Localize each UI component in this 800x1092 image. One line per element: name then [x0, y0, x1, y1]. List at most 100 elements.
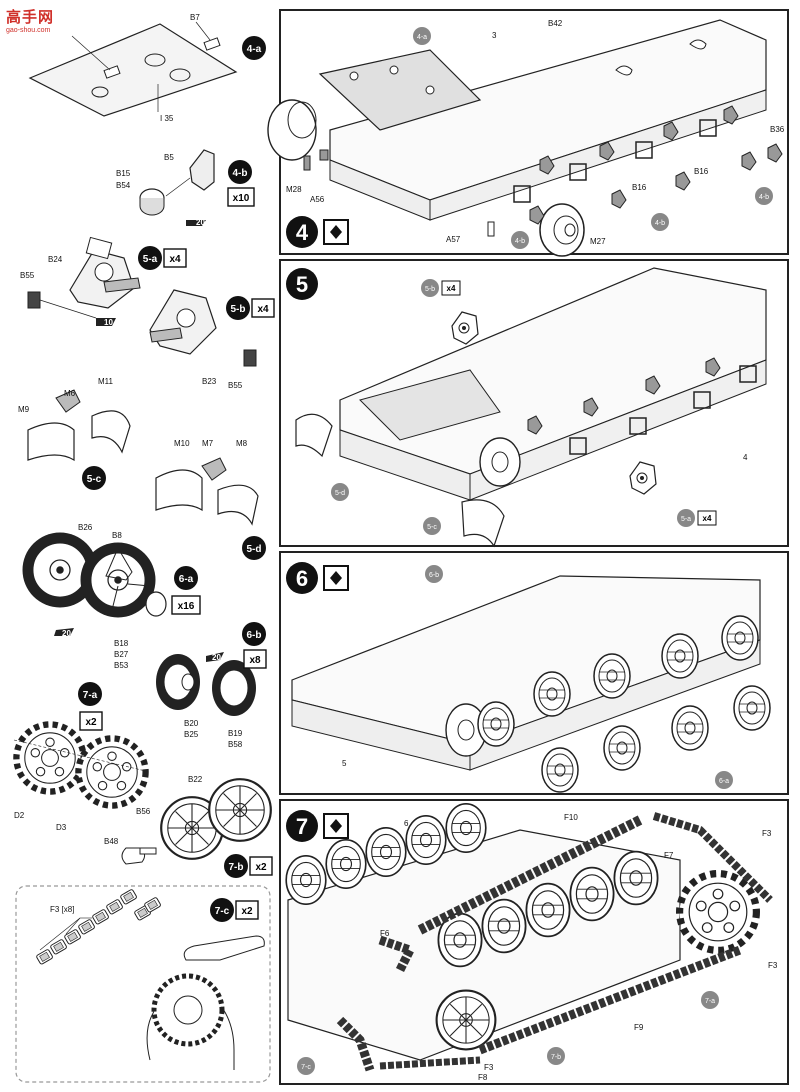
drive-sprocket-parts-7a	[14, 724, 151, 805]
paint-code-10: 10	[104, 318, 113, 327]
label-M10: M10	[174, 439, 190, 448]
substep-badge-6b: 6-b x8	[242, 622, 267, 669]
svg-text:4-b: 4-b	[233, 168, 248, 179]
step-number-6: 6	[286, 562, 349, 594]
svg-text:7-c: 7-c	[215, 906, 230, 917]
label-B22: B22	[188, 775, 203, 784]
svg-text:7-b: 7-b	[551, 1054, 561, 1061]
label-B20: B20	[184, 719, 199, 728]
substep-7b-qty: x2	[255, 862, 267, 873]
step5-number-text: 5	[296, 272, 308, 297]
svg-text:6-a: 6-a	[179, 574, 194, 585]
label-I35: I 35	[160, 114, 174, 123]
substep-6a-qty: x16	[178, 601, 195, 612]
label-B16-a: B16	[632, 183, 647, 192]
svg-text:7-c: 7-c	[301, 1064, 311, 1071]
step5-panel	[279, 259, 789, 547]
ref-bubble-7c: 7-c	[297, 1057, 315, 1075]
svg-text:5-c: 5-c	[87, 474, 102, 485]
label-F3-a: F3	[762, 829, 772, 838]
label-B58: B58	[228, 740, 243, 749]
label-A56: A56	[310, 195, 325, 204]
ref-bubble-4b-3: 4-b	[755, 187, 773, 205]
svg-text:5-c: 5-c	[427, 524, 437, 531]
label-M6: M6	[64, 389, 76, 398]
flip-view-icon	[330, 225, 342, 239]
svg-text:x4: x4	[447, 284, 456, 293]
svg-text:6-b: 6-b	[247, 630, 262, 641]
substep-5a-qty: x4	[169, 254, 181, 265]
label-F6: F6	[380, 929, 390, 938]
step-number-4: 4	[286, 216, 349, 248]
label-M28: M28	[286, 185, 302, 194]
ref-bubble-4b-2: 4-b	[651, 213, 669, 231]
label-F8: F8	[478, 1073, 488, 1082]
label-F3-c: F3	[484, 1063, 494, 1072]
label-B7: B7	[190, 13, 200, 22]
ref-bubble-5c: 5-c	[423, 517, 441, 535]
svg-text:7-a: 7-a	[83, 690, 98, 701]
label-F3-b: F3	[768, 961, 778, 970]
svg-text:6-b: 6-b	[429, 572, 439, 579]
label-F10: F10	[564, 813, 578, 822]
label-B55-a: B55	[20, 271, 35, 280]
suspension-brackets-step4	[513, 105, 783, 225]
label-B5: B5	[164, 153, 174, 162]
hand-illustration	[146, 935, 265, 1070]
label-D3: D3	[56, 823, 67, 832]
ref-bubble-6b: 6-b	[425, 565, 443, 583]
label-B27: B27	[114, 650, 129, 659]
plate-part	[28, 21, 238, 117]
label-step5-part-4: 4	[743, 453, 748, 462]
label-B23: B23	[202, 377, 217, 386]
substep-7c-qty: x2	[241, 906, 253, 917]
label-B26: B26	[78, 523, 93, 532]
flip-view-icon	[330, 571, 342, 585]
label-B55-b: B55	[228, 381, 243, 390]
svg-text:4-b: 4-b	[655, 220, 665, 227]
paint-code-20-b: 20	[62, 629, 71, 638]
svg-text:5-a: 5-a	[143, 254, 158, 265]
label-B24: B24	[48, 255, 63, 264]
label-B54: B54	[116, 181, 131, 190]
label-B53: B53	[114, 661, 129, 670]
label-B8: B8	[112, 531, 122, 540]
label-B16-b: B16	[694, 167, 709, 176]
svg-text:4-a: 4-a	[417, 34, 427, 41]
label-B18: B18	[114, 639, 129, 648]
label-B48: B48	[104, 837, 119, 846]
track-link-parts-7c	[35, 888, 162, 966]
label-M9: M9	[18, 405, 30, 414]
svg-text:4-a: 4-a	[247, 44, 262, 55]
label-step4-part-3: 3	[492, 31, 497, 40]
svg-text:5-d: 5-d	[335, 490, 345, 497]
label-B42: B42	[548, 19, 563, 28]
label-B15: B15	[116, 169, 131, 178]
label-F3x8: F3 [x8]	[50, 905, 74, 914]
substep-6b-qty: x8	[249, 655, 261, 666]
substep-badge-7a: 7-a x2	[78, 682, 103, 731]
suspension-arm-5a	[27, 236, 141, 326]
step6-number-text: 6	[296, 566, 308, 591]
label-B36: B36	[770, 125, 785, 134]
suspension-arm-5b	[149, 289, 257, 367]
label-M11: M11	[98, 377, 114, 386]
step-number-7: 7	[286, 810, 349, 842]
step-number-5: 5	[286, 268, 318, 300]
track-runs-step7	[336, 812, 773, 1072]
label-M8: M8	[236, 439, 248, 448]
watermark-url: gao-shou.com	[6, 27, 51, 34]
ref-bubble-4a: 4-a	[413, 27, 431, 45]
label-B25: B25	[184, 730, 199, 739]
svg-text:6-a: 6-a	[719, 778, 729, 785]
paint-code-20-a: 20	[196, 218, 205, 227]
paint-code-20-c: 20	[212, 653, 221, 662]
fender-parts-5c	[27, 389, 131, 462]
road-wheel-parts-6a	[21, 531, 167, 636]
label-A57: A57	[446, 235, 461, 244]
label-B19: B19	[228, 729, 243, 738]
label-M7: M7	[202, 439, 214, 448]
